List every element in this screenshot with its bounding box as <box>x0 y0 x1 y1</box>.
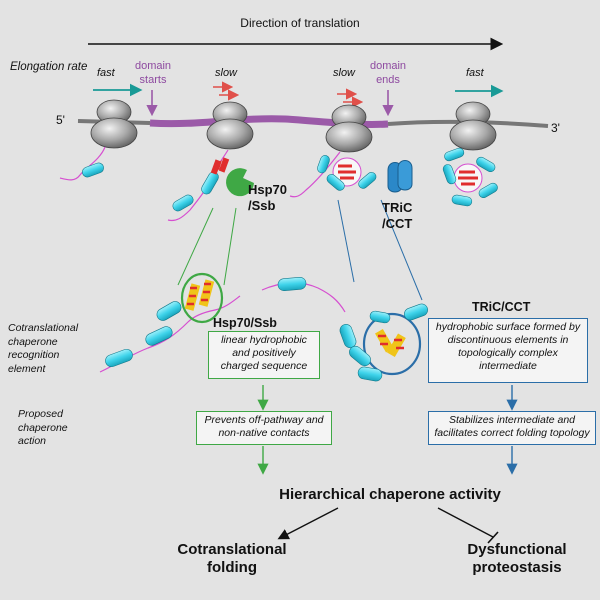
ribosome-2 <box>206 101 254 150</box>
speed-label-2: slow <box>215 67 238 79</box>
recognition-row-label: Cotranslational chaperone recognition el… <box>8 322 79 375</box>
zoom-line-blue-left <box>337 199 355 283</box>
nascent-chain-2 <box>167 149 230 222</box>
hierarchical-activity-label: Hierarchical chaperone activity <box>279 486 501 503</box>
elongation-rate-label: Elongation rate <box>10 61 88 73</box>
speed-label-3: slow <box>333 67 356 79</box>
hsp70-recognition-box: linear hydrophobic and positively charge… <box>208 331 320 379</box>
hsp70-recognition-protein <box>99 272 241 373</box>
hsp70-chaperone-top <box>226 168 254 197</box>
nascent-chain-4 <box>442 147 498 207</box>
zoom-line-blue-right <box>380 199 423 301</box>
tric-top-label: TRiC/CCT <box>382 200 413 231</box>
ribosome-1 <box>90 99 138 149</box>
zoom-line-green-right <box>223 207 237 286</box>
tric-mid-label: TRiC/CCT <box>472 300 531 314</box>
speed-label-1: fast <box>97 67 115 79</box>
ribosome-3 <box>325 104 373 153</box>
speed-label-4: fast <box>466 67 484 79</box>
inhibit-to-dysfunctional <box>437 507 494 538</box>
arrow-to-cotranslational <box>277 507 339 540</box>
tric-chaperone-top <box>387 160 413 193</box>
inhibit-bar <box>487 531 499 544</box>
tric-recognition-protein <box>261 277 428 382</box>
hsp70-mid-label: Hsp70/Ssb <box>213 316 277 330</box>
nascent-chain-1 <box>59 146 106 181</box>
three-prime-label: 3' <box>551 121 560 135</box>
five-prime-label: 5' <box>56 113 65 127</box>
ribosome-4 <box>449 101 497 151</box>
action-row-label: Proposed chaperone action <box>18 408 68 448</box>
hsp70-top-label: Hsp70/Ssb <box>248 182 288 213</box>
nascent-chain-3 <box>289 151 377 198</box>
tric-action-box: Stabilizes intermediate and facilitates … <box>428 411 596 445</box>
direction-label: Direction of translation <box>240 16 360 30</box>
tric-recognition-box: hydrophobic surface formed by discontinu… <box>428 318 588 383</box>
zoom-line-green-left <box>177 207 214 286</box>
hsp70-action-box: Prevents off-pathway and non-native cont… <box>196 411 332 445</box>
